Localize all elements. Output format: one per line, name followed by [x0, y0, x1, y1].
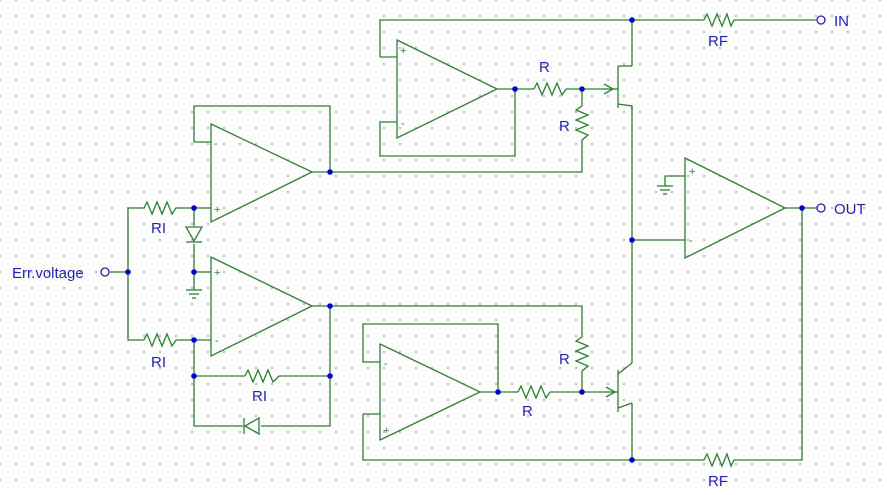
label-out: OUT — [834, 201, 866, 218]
svg-text:-: - — [215, 335, 219, 347]
terminal-out — [816, 203, 826, 213]
resistor-r-top-series — [533, 81, 567, 97]
resistor-rf-top — [703, 12, 735, 28]
resistor-r-bottom-series — [517, 384, 551, 400]
resistor-ri-bottom — [143, 332, 177, 348]
svg-text:-: - — [214, 138, 218, 150]
resistor-r-top-shunt — [574, 105, 590, 141]
transistor-top — [602, 65, 633, 110]
wires — [110, 19, 816, 461]
svg-text:-: - — [689, 235, 693, 247]
opamp-output: + - — [684, 156, 787, 260]
svg-text:-: - — [384, 358, 388, 370]
resistor-rf-bottom — [703, 452, 735, 468]
svg-text:+: + — [214, 204, 220, 216]
ground-symbol — [186, 289, 202, 299]
svg-text:+: + — [689, 166, 695, 178]
label-r-bottom-shunt: R — [559, 351, 570, 368]
terminal-err — [100, 267, 110, 277]
opamp-a4: - + — [379, 342, 482, 442]
label-err: Err.voltage — [12, 265, 84, 282]
svg-text:+: + — [383, 425, 389, 437]
svg-text:+: + — [400, 45, 406, 57]
opamp-a2: - + — [210, 122, 314, 224]
opamp-a1: + - — [396, 38, 499, 140]
label-rf-top: RF — [708, 33, 728, 50]
label-ri-top: RI — [151, 220, 166, 237]
diode-feedback — [243, 416, 260, 436]
label-r-top-series: R — [539, 59, 550, 76]
svg-text:-: - — [401, 118, 405, 130]
label-r-bottom-series: R — [522, 403, 533, 420]
opamp-a3: + - — [210, 255, 314, 358]
svg-text:+: + — [214, 267, 220, 279]
resistor-ri-top — [143, 200, 177, 216]
transistor-bottom — [604, 362, 633, 412]
terminal-in — [816, 15, 826, 25]
junction-dots — [125, 17, 805, 463]
label-ri-bottom: RI — [151, 354, 166, 371]
resistor-ri-feedback — [244, 368, 280, 384]
label-ri-feedback: RI — [252, 388, 267, 405]
ground-symbol-output — [657, 185, 673, 195]
label-rf-bottom: RF — [708, 473, 728, 490]
diode-vertical — [184, 226, 204, 243]
label-r-top-shunt: R — [559, 118, 570, 135]
label-in: IN — [834, 13, 849, 30]
resistor-r-bottom-shunt — [574, 336, 590, 372]
